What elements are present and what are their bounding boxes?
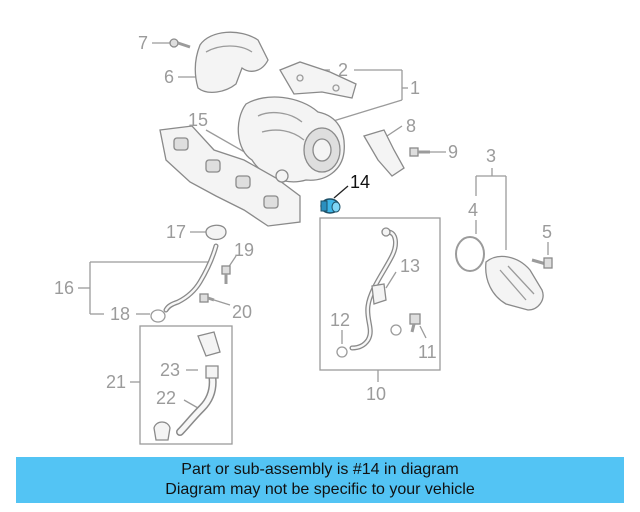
callout-10: 10 [366,384,386,404]
callout-3: 3 [486,146,496,166]
oil-feed-adapter-14 [320,198,341,214]
callout-20: 20 [232,302,252,322]
washer-12 [336,346,348,358]
leader-lines [78,42,549,445]
callout-19: 19 [234,240,254,260]
bolt-9 [409,147,430,157]
callout-numbers: 7 6 2 1 8 9 15 3 4 5 14 17 19 16 18 20 1… [54,33,552,408]
callout-9: 9 [448,142,458,162]
gasket-18 [150,309,166,323]
callout-11: 11 [418,342,437,362]
seal-ring-4 [455,236,485,272]
banner-line-1: Part or sub-assembly is #14 in diagram [181,461,459,478]
bolt-20 [199,293,215,303]
callout-7: 7 [138,33,148,53]
callout-14: 14 [350,172,370,192]
callout-17: 17 [166,222,186,242]
banner-line-2: Diagram may not be specific to your vehi… [165,481,475,498]
bracket-8 [363,129,405,177]
bolt-19 [221,265,231,284]
callout-4: 4 [468,200,478,220]
support-bracket-2 [279,61,357,99]
callout-22: 22 [156,388,176,408]
callout-18: 18 [110,304,130,324]
info-banner: Part or sub-assembly is #14 in diagram D… [16,457,624,503]
cover-3 [485,255,544,311]
callout-21: 21 [106,372,126,392]
heat-shield [194,31,269,94]
callout-1: 1 [410,78,420,98]
bolt-5 [531,257,553,269]
callout-6: 6 [164,67,174,87]
turbocharger [237,96,345,183]
callout-15: 15 [188,110,208,130]
exhaust-manifold [159,125,301,227]
callout-23: 23 [160,360,180,380]
bolt-7 [169,38,191,49]
clamp-13 [371,283,387,305]
gasket-15 [275,169,289,183]
flange-17 [205,224,227,241]
callout-5: 5 [542,222,552,242]
callout-13: 13 [400,256,420,276]
callout-8: 8 [406,116,416,136]
bolt-11 [390,313,421,336]
callout-12: 12 [330,310,350,330]
callout-16: 16 [54,278,74,298]
callout-2: 2 [338,60,348,80]
oil-return-line [163,243,219,313]
hose-assembly [153,331,221,441]
oil-feed-line [349,227,398,351]
